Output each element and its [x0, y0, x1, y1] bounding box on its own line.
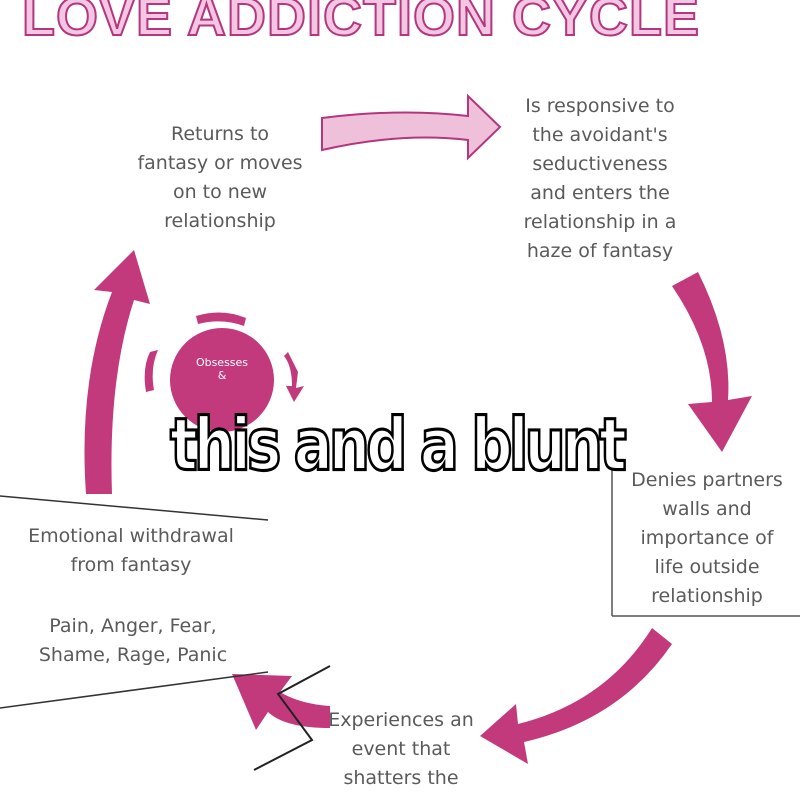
inner-circle [170, 328, 274, 432]
label-line: relationship [651, 585, 763, 607]
lightning-line [253, 665, 331, 771]
label-line: life outside [654, 556, 760, 578]
label-line: event that [351, 738, 451, 760]
label-line: Pain, Anger, Fear, [49, 615, 217, 637]
bottom-right-arrow [480, 628, 672, 764]
label-line: shatters the [343, 767, 459, 789]
label-line: from fantasy [70, 554, 192, 576]
inner-arrow-right [284, 352, 304, 402]
left-box-line [0, 671, 269, 709]
label-line: Shame, Rage, Panic [38, 644, 228, 666]
left-box-line [0, 495, 269, 521]
label-line: fantasy or moves [137, 152, 303, 174]
top-arrow [321, 93, 502, 161]
label-experiences: Experiences an event that shatters the [316, 706, 486, 793]
diagram-title: LOVE ADDICTION CYCLE [21, 0, 701, 48]
inner-arrow-left [144, 350, 158, 392]
inner-line: & [217, 369, 227, 382]
right-arrow [672, 272, 752, 452]
label-line: relationship [164, 210, 276, 232]
inner-line: Obsesses [195, 356, 249, 369]
left-arrow [84, 250, 150, 494]
label-denies: Denies partners walls and importance of … [614, 466, 800, 611]
label-line: Emotional withdrawal [28, 525, 234, 547]
label-line: haze of fantasy [526, 240, 674, 262]
label-line: importance of [640, 527, 774, 549]
label-line: Is responsive to [525, 95, 675, 117]
label-line: and enters the [530, 182, 670, 204]
label-line: Experiences an [328, 709, 474, 731]
label-line: Returns to [170, 123, 270, 145]
bottom-left-arrow [232, 674, 330, 730]
label-line: the avoidant's [532, 124, 668, 146]
label-line: walls and [662, 498, 752, 520]
label-pain: Pain, Anger, Fear, Shame, Rage, Panic [18, 612, 248, 670]
label-returns: Returns to fantasy or moves on to new re… [120, 120, 320, 236]
inner-text: Obsesses & [170, 356, 274, 382]
label-line: Denies partners [631, 469, 783, 491]
label-line: relationship in a [523, 211, 677, 233]
label-line: seductiveness [532, 153, 668, 175]
overlay-caption: this and a blunt [169, 400, 628, 488]
label-responsive: Is responsive to the avoidant's seductiv… [500, 92, 700, 266]
label-withdrawal: Emotional withdrawal from fantasy [6, 522, 256, 580]
label-line: on to new [172, 181, 268, 203]
inner-arrow-top [196, 312, 246, 326]
